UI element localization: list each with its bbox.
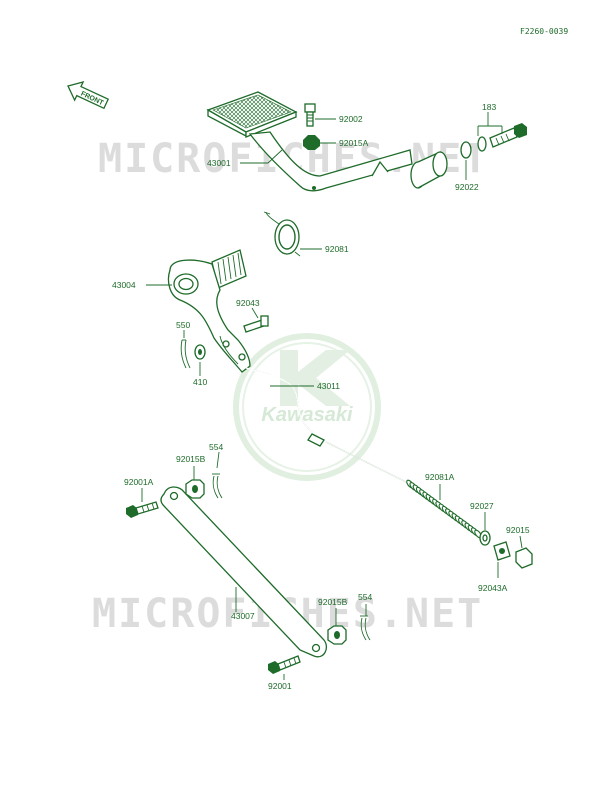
bolt-92001 xyxy=(268,655,301,674)
bolt-183 xyxy=(460,123,527,159)
label-92002: 92002 xyxy=(339,114,363,124)
label-410: 410 xyxy=(193,377,207,387)
label-92001a: 92001A xyxy=(124,477,154,487)
return-spring-92081 xyxy=(263,211,301,257)
label-92027: 92027 xyxy=(470,501,494,511)
joint-92043a xyxy=(493,541,511,561)
label-550: 550 xyxy=(176,320,190,330)
cotter-pin-554-upper xyxy=(212,473,223,499)
bolt-92001a xyxy=(126,501,159,518)
figure-code: F2260-0039 xyxy=(520,27,568,36)
nut-92015a xyxy=(303,135,320,150)
label-92081: 92081 xyxy=(325,244,349,254)
label-43011: 43011 xyxy=(317,381,340,391)
label-92001: 92001 xyxy=(268,681,292,691)
label-92043: 92043 xyxy=(236,298,260,308)
label-92022: 92022 xyxy=(455,182,479,192)
label-92015: 92015 xyxy=(506,525,530,535)
cotter-pin-554-lower xyxy=(360,615,371,641)
part-labels: 92002 92015A 43001 183 92022 92081 43004… xyxy=(112,102,530,691)
brake-rod-43011 xyxy=(245,367,419,489)
washer-92027 xyxy=(479,530,491,546)
front-arrow-icon: FRONT xyxy=(67,81,110,110)
label-92015b-lower: 92015B xyxy=(318,597,348,607)
label-92015a: 92015A xyxy=(339,138,369,148)
label-554-lower: 554 xyxy=(358,592,372,602)
label-92081a: 92081A xyxy=(425,472,455,482)
adjuster-nut-92015 xyxy=(515,547,533,569)
pedal-pivot-boss xyxy=(410,150,448,189)
label-43001: 43001 xyxy=(207,158,231,168)
cotter-pin-550 xyxy=(180,339,191,369)
bushing-92015b-upper xyxy=(185,479,205,499)
link-rod-43007 xyxy=(160,486,328,658)
label-43007: 43007 xyxy=(231,611,255,621)
kawasaki-logo: Kawasaki xyxy=(233,333,381,481)
label-183: 183 xyxy=(482,102,496,112)
bushing-92015b-lower xyxy=(327,625,347,645)
bolt-92002 xyxy=(304,103,316,127)
label-554-upper: 554 xyxy=(209,442,223,452)
brake-pedal xyxy=(206,91,448,192)
washer-410 xyxy=(194,344,206,360)
logo-text: Kawasaki xyxy=(261,404,353,426)
leader-lines xyxy=(141,112,523,680)
spring-92081a xyxy=(406,479,482,539)
label-92015b-upper: 92015B xyxy=(176,454,206,464)
label-43004: 43004 xyxy=(112,280,136,290)
label-92043a: 92043A xyxy=(478,583,508,593)
brake-lever-43004 xyxy=(167,249,269,373)
